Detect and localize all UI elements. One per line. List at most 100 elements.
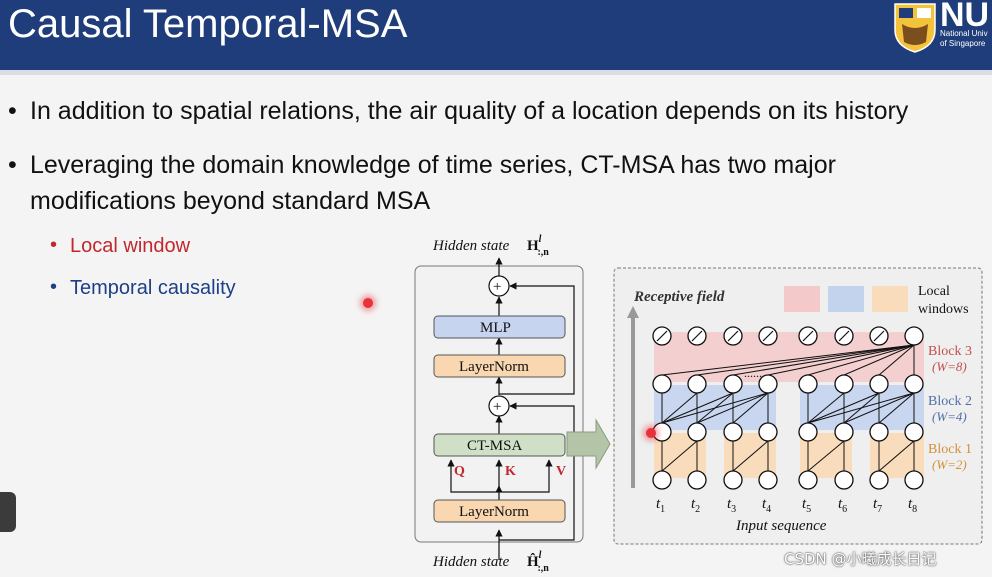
sub-bullet-temporal-causality: • Temporal causality <box>50 276 236 300</box>
hatch-mark <box>691 330 703 342</box>
crest-icon <box>894 3 936 53</box>
layernorm-top-label: LayerNorm <box>459 359 529 375</box>
laser-pointer-dot-2 <box>646 428 656 438</box>
edge-block1 <box>732 440 769 472</box>
bullet-1-text: In addition to spatial relations, the ai… <box>30 97 909 125</box>
hatch-mark <box>838 330 850 342</box>
edge-block1 <box>807 440 845 472</box>
node-input <box>758 470 778 490</box>
edge-block1 <box>878 440 915 472</box>
node-block2 <box>834 374 854 394</box>
title-divider <box>0 70 992 75</box>
add-node-top <box>488 275 510 297</box>
ct-msa-box <box>433 433 566 457</box>
block1-label: Block 1 <box>928 442 972 457</box>
hatch-mark <box>873 330 885 342</box>
node-block2 <box>904 374 924 394</box>
laser-pointer-dot <box>363 298 373 308</box>
edge-block2 <box>732 392 769 424</box>
hidden-state-top-symbol: Hl:,n <box>527 234 549 258</box>
node-block2 <box>798 374 818 394</box>
layernorm-bottom-label: LayerNorm <box>459 504 529 520</box>
bullet-2-continued: modifications beyond standard MSA <box>30 187 430 216</box>
sub-bullet-1-text: Local window <box>70 235 191 257</box>
node-block1 <box>834 422 854 442</box>
block3-window-size: (W=8) <box>932 359 967 374</box>
hatch-mark <box>802 330 814 342</box>
edge-block2 <box>843 392 915 424</box>
sub-bullet-dot-icon: • <box>50 234 58 256</box>
time-step-label: t6 <box>838 496 847 515</box>
edge-block2 <box>807 392 880 424</box>
university-logo: NU National Univ of Singapore <box>890 0 992 58</box>
hatch-mark <box>727 330 739 342</box>
edge-block2 <box>696 392 769 424</box>
time-step-label: t1 <box>656 496 665 515</box>
side-panel-handle[interactable] <box>0 492 16 532</box>
expand-arrow-icon <box>566 418 611 470</box>
ellipsis-label: ...... <box>744 366 762 380</box>
node-input <box>723 470 743 490</box>
time-step-label: t3 <box>727 496 736 515</box>
time-step-label: t7 <box>873 496 882 515</box>
edge-block3 <box>767 344 915 376</box>
hidden-state-bottom-label: Hidden state <box>432 554 510 570</box>
node-input <box>904 470 924 490</box>
node-input <box>869 470 889 490</box>
node-input <box>687 470 707 490</box>
edge-block2 <box>878 392 915 424</box>
edge-block2 <box>661 392 698 424</box>
sequence-nodes <box>652 326 924 490</box>
edge-block3 <box>878 344 915 376</box>
add-symbol-top: + <box>493 279 501 295</box>
node-block1 <box>869 422 889 442</box>
edge-block3 <box>843 344 915 376</box>
sub-bullet-local-window: • Local window <box>50 234 191 258</box>
receptive-field-arrow-icon <box>627 306 639 318</box>
logo-subtext-2: of Singapore <box>940 39 986 48</box>
bullet-2: • Leveraging the domain knowledge of tim… <box>8 151 836 180</box>
logo-subtext-1: National Univ <box>940 29 988 38</box>
slide-title: Causal Temporal-MSA <box>8 2 408 46</box>
node-input <box>652 470 672 490</box>
edge-block3 <box>661 344 915 376</box>
hatch-mark <box>656 330 668 342</box>
title-bar: Causal Temporal-MSA NU National Univ of … <box>0 0 992 70</box>
input-sequence-label: Input sequence <box>735 518 827 534</box>
v-label: V <box>556 464 566 479</box>
bullet-2-text: Leveraging the domain knowledge of time … <box>30 151 836 179</box>
time-step-label: t8 <box>908 496 917 515</box>
add-symbol-bottom: + <box>493 399 501 415</box>
bullet-dot-icon: • <box>8 151 17 179</box>
node-block3 <box>904 326 924 346</box>
legend-swatch-blue <box>828 286 864 312</box>
legend-swatch-red <box>784 286 820 312</box>
node-block1 <box>798 422 818 442</box>
node-block1 <box>904 422 924 442</box>
edge-block3 <box>696 344 915 376</box>
edge-block3 <box>732 344 915 376</box>
edge-block3 <box>807 344 915 376</box>
layernorm-top-box <box>433 354 566 378</box>
time-step-label: t2 <box>691 496 700 515</box>
block2-label: Block 2 <box>928 394 972 409</box>
receptive-field-label: Receptive field <box>633 289 725 305</box>
legend-swatch-orange <box>872 286 908 312</box>
hidden-state-top-label: Hidden state <box>432 238 510 254</box>
block2-window-size: (W=4) <box>932 409 967 424</box>
watermark: CSDN @小曦成长日记 <box>784 550 937 568</box>
hidden-state-bottom-symbol: Ĥl:,n <box>527 550 549 574</box>
edge-block2 <box>661 392 734 424</box>
add-node-bottom <box>488 395 510 417</box>
ct-msa-label: CT-MSA <box>467 438 522 454</box>
node-block2 <box>723 374 743 394</box>
legend-label-line1: Local <box>918 284 950 299</box>
layernorm-bottom-box <box>433 499 566 523</box>
block1-window-size: (W=2) <box>932 457 967 472</box>
time-step-label: t5 <box>802 496 811 515</box>
node-input <box>798 470 818 490</box>
edge-block2 <box>661 392 769 424</box>
edge-block2 <box>807 392 845 424</box>
